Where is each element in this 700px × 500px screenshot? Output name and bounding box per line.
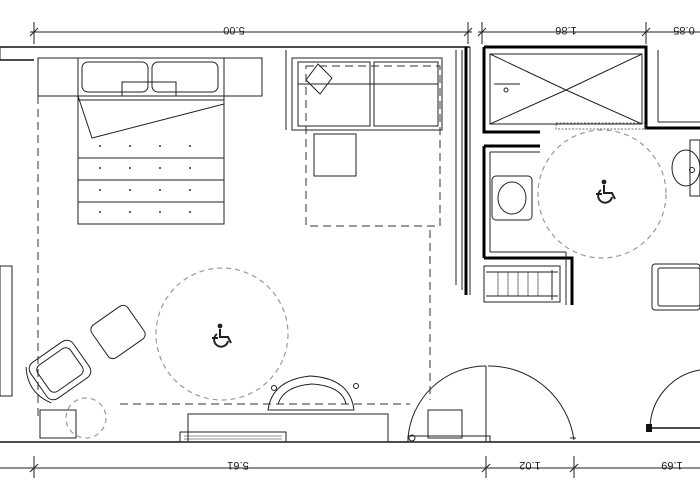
- rug-outline: [305, 65, 441, 227]
- dim-bottom-door-width: 1.02: [519, 459, 540, 471]
- desk-chair: [267, 375, 359, 411]
- towel-rail: [483, 265, 561, 303]
- tv-console-hatch: [184, 435, 282, 440]
- wheelchair-icon: [596, 179, 616, 204]
- tv-console: [179, 431, 287, 443]
- side-table: [39, 409, 77, 439]
- bed-tufting: [99, 145, 191, 213]
- coffee-table: [313, 133, 357, 177]
- desk: [187, 413, 389, 443]
- sink: [491, 175, 533, 221]
- right-cabinet-inner: [657, 267, 700, 307]
- top-dimension-lines: [29, 22, 700, 44]
- turning-circle-bedroom: [155, 267, 289, 401]
- right-door: [646, 369, 700, 432]
- dim-top-bath-width: 1.86: [555, 24, 576, 36]
- wheelchair-icon: [212, 323, 232, 348]
- turning-circle-bath: [537, 129, 667, 259]
- ottoman: [90, 304, 146, 360]
- toilet: [671, 139, 700, 197]
- side-table-circle: [65, 397, 107, 439]
- dim-top-right-gap: 0.85: [673, 24, 694, 36]
- dim-bottom-room-width: 5.61: [227, 459, 248, 471]
- armchair: [25, 339, 92, 404]
- bed: [37, 57, 263, 420]
- entry-door: [407, 365, 491, 443]
- bottom-dimension-lines: [0, 456, 700, 478]
- shower: [489, 53, 643, 125]
- shower-drain: [555, 122, 647, 130]
- walls: [0, 45, 700, 443]
- dim-bottom-right-width: 1.69: [661, 459, 682, 471]
- right-cabinet: [651, 263, 700, 311]
- left-wall-element: [0, 265, 13, 397]
- dim-top-room-width: 5.00: [223, 24, 244, 36]
- bath-door-swing: [487, 365, 576, 441]
- sofa: [291, 57, 443, 131]
